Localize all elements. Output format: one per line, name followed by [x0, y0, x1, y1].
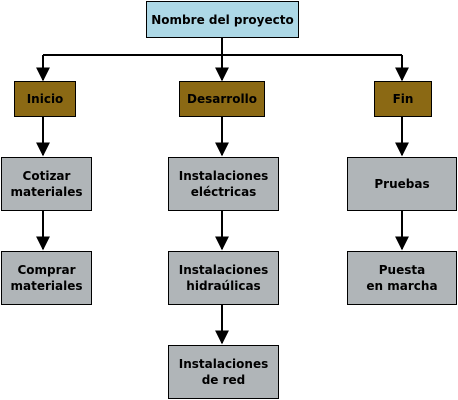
task-node-puesta-en-marcha: Puesta en marcha [347, 251, 457, 305]
task-node-instalaciones-hidraulicas: Instalaciones hidraúlicas [168, 251, 279, 305]
phase-node-inicio: Inicio [14, 81, 76, 117]
task-node-instalaciones-electricas: Instalaciones eléctricas [168, 157, 279, 211]
phase-node-desarrollo: Desarrollo [179, 81, 265, 117]
task-node-pruebas: Pruebas [347, 157, 457, 211]
task-node-comprar-materiales: Comprar materiales [1, 251, 92, 305]
task-node-instalaciones-de-red: Instalaciones de red [168, 345, 279, 399]
root-node-project-name: Nombre del proyecto [146, 1, 299, 38]
phase-node-fin: Fin [374, 81, 432, 117]
task-node-cotizar-materiales: Cotizar materiales [1, 157, 92, 211]
